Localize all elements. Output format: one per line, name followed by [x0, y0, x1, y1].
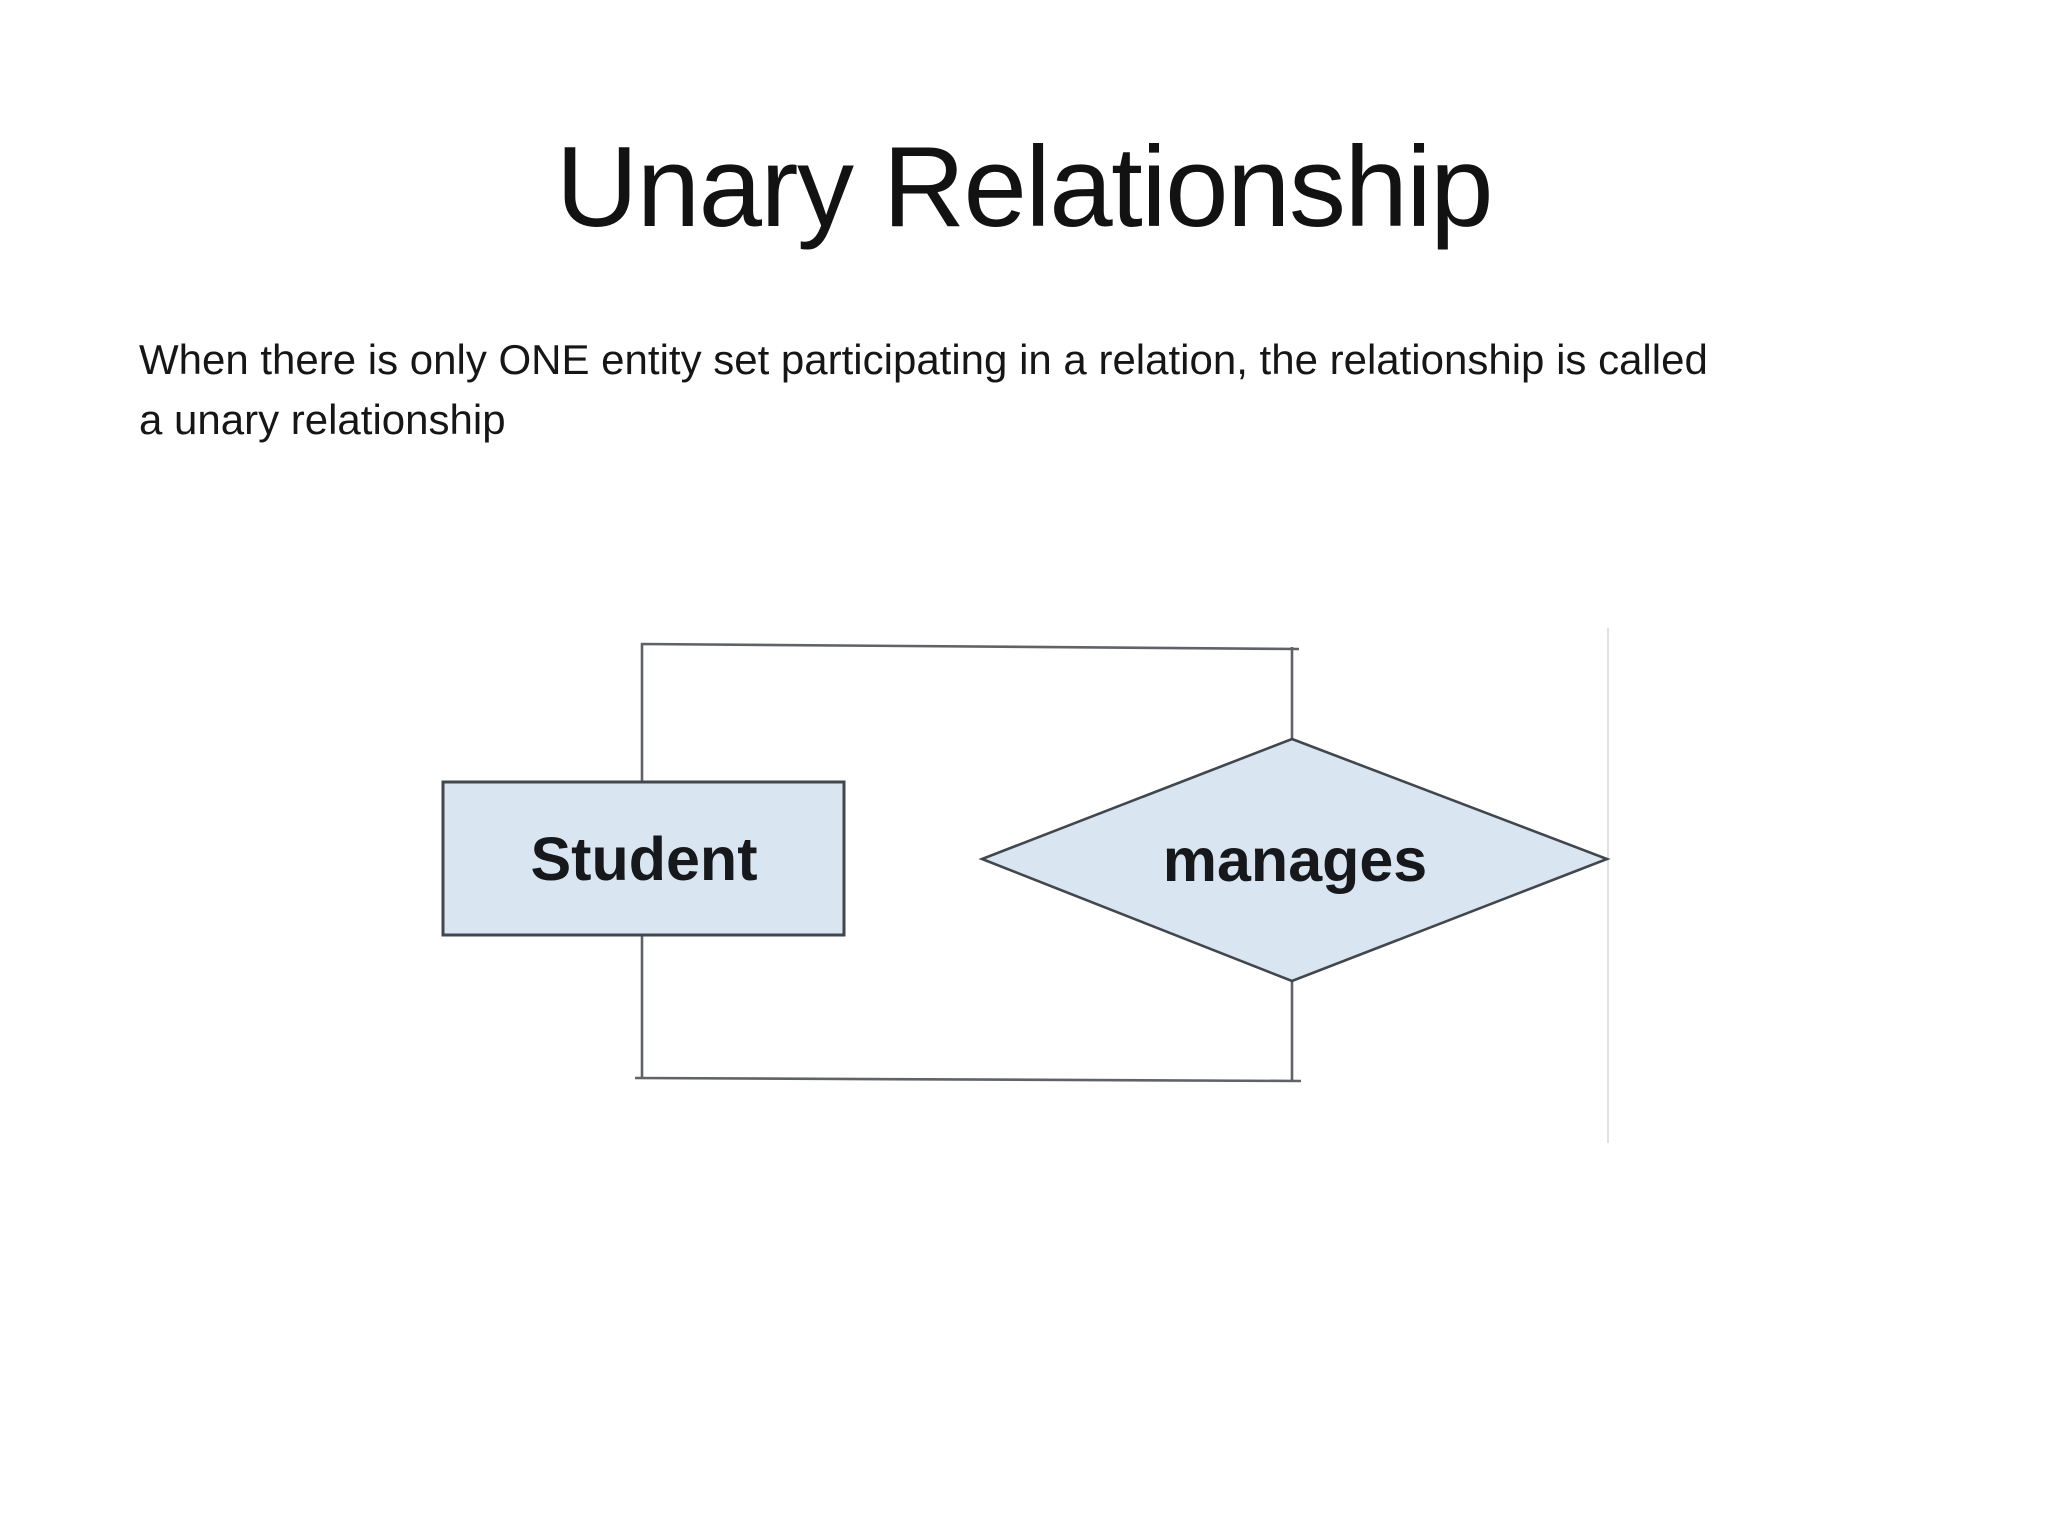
entity-student-box — [441, 780, 846, 937]
body-line-1: When there is only ONE entity set partic… — [139, 336, 1708, 383]
connector-bottom — [634, 935, 1302, 1083]
relationship-manages-label: manages — [1163, 826, 1427, 894]
body-line-2: a unary relationship — [139, 396, 506, 443]
body-paragraph: When there is only ONE entity set partic… — [139, 330, 1939, 450]
connector-top — [640, 642, 1300, 782]
relationship-manages-diamond — [978, 737, 1611, 983]
entity-student-label: Student — [530, 825, 757, 893]
page-title: Unary Relationship — [555, 124, 1494, 251]
